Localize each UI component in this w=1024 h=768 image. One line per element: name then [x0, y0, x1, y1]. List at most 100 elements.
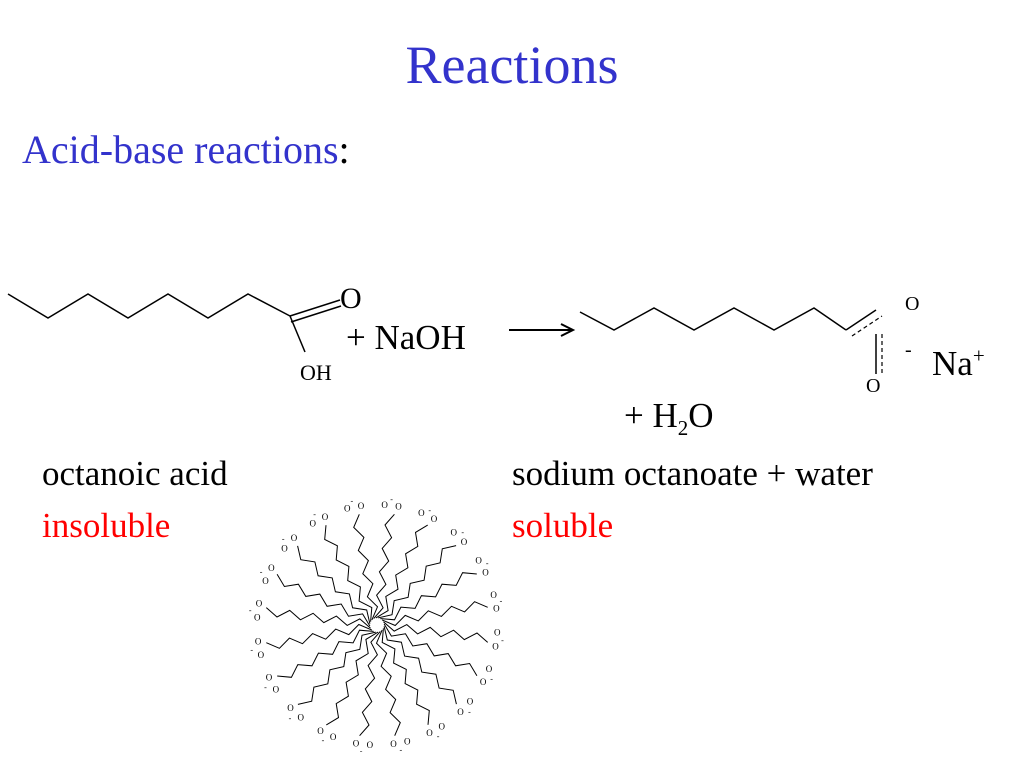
- micelle-chain: OO-: [250, 623, 373, 660]
- subtitle-colon: :: [338, 127, 350, 172]
- carboxylate-charge-label: -: [905, 339, 912, 361]
- micelle-head-oxygen: O: [256, 599, 263, 609]
- carboxylate-resonance-up: [851, 315, 883, 337]
- micelle-head-charge: -: [400, 746, 403, 752]
- micelle-head-oxygen: O: [317, 726, 324, 736]
- product-oxygen-bottom-label: O: [866, 375, 881, 397]
- micelle-head-charge: -: [289, 714, 292, 723]
- micelle-head-oxygen: O: [381, 500, 388, 510]
- micelle-head-oxygen: O: [322, 512, 329, 522]
- micelle-head-oxygen: O: [291, 533, 298, 543]
- micelle-head-oxygen: O: [486, 664, 493, 674]
- micelle-head-oxygen: O: [493, 604, 500, 614]
- micelle-head-oxygen: O: [431, 514, 438, 524]
- micelle-chain: OO-: [380, 556, 489, 621]
- reactant-hydroxyl-label: OH: [300, 360, 332, 385]
- octanoic-acid-structure: [7, 293, 342, 353]
- micelle-chain: OO-: [373, 495, 402, 619]
- micelle-head-charge: -: [390, 495, 393, 504]
- micelle-head-oxygen: O: [310, 519, 317, 529]
- product-oxygen-top-label: O: [905, 293, 920, 315]
- micelle-head-oxygen: O: [367, 740, 374, 750]
- left-compound-name: octanoic acid: [42, 454, 228, 493]
- right-compound-name: sodium octanoate + water: [512, 454, 873, 493]
- micelle-chain: OO-: [249, 599, 371, 629]
- micelle-head-oxygen: O: [298, 713, 305, 723]
- micelle-head-oxygen: O: [255, 636, 262, 646]
- micelle-head-oxygen: O: [426, 728, 433, 738]
- micelle-chain: OO-: [310, 510, 373, 622]
- micelle-head-oxygen: O: [482, 568, 489, 578]
- micelle-head-charge: -: [351, 496, 354, 505]
- micelle-head-charge: -: [461, 528, 464, 537]
- sodium-symbol: Na: [932, 344, 973, 383]
- subtitle-text: Acid-base reactions: [22, 127, 339, 172]
- micelle-chain: OO-: [281, 533, 371, 624]
- micelle-chain: OO-: [317, 631, 379, 745]
- right-compound-property: soluble: [512, 506, 614, 545]
- sodium-charge: +: [972, 343, 985, 368]
- water-label: + H2O: [624, 396, 714, 439]
- micelle-head-oxygen: O: [490, 590, 497, 600]
- slide-title: Reactions: [405, 35, 619, 95]
- micelle-head-oxygen: O: [268, 563, 275, 573]
- slide-subtitle: Acid-base reactions:: [22, 130, 350, 170]
- micelle-head-oxygen: O: [344, 504, 351, 514]
- water-suffix: O: [688, 396, 714, 435]
- micelle-head-oxygen: O: [451, 527, 458, 537]
- carbonyl-bond-1: [289, 299, 341, 317]
- micelle-head-charge: -: [486, 559, 489, 568]
- micelle-head-oxygen: O: [475, 556, 482, 566]
- reaction-arrow: [509, 323, 576, 337]
- micelle-chain: OO-: [383, 626, 474, 717]
- micelle-head-charge: -: [249, 606, 252, 615]
- micelle-head-charge: -: [428, 506, 431, 515]
- micelle-chain: OO-: [264, 629, 374, 695]
- micelle-head-oxygen: O: [467, 697, 474, 707]
- micelle-chain: OO-: [260, 563, 371, 627]
- micelle-chain: OO-: [383, 621, 504, 651]
- micelle-head-charge: -: [490, 674, 493, 683]
- micelle-head-charge: -: [360, 747, 363, 752]
- micelle-head-oxygen: O: [358, 501, 365, 511]
- micelle-head-charge: -: [437, 732, 440, 741]
- octanoic-acid-chain: [7, 293, 291, 319]
- plus-naoh-label: + NaOH: [346, 318, 466, 357]
- micelle-head-oxygen: O: [254, 613, 261, 623]
- micelle-head-charge: -: [313, 510, 316, 519]
- micelle-head-oxygen: O: [390, 739, 397, 749]
- water-subscript: 2: [677, 416, 689, 440]
- micelle-head-oxygen: O: [281, 544, 288, 554]
- micelle-head-oxygen: O: [273, 685, 280, 695]
- micelle-head-charge: -: [501, 636, 504, 645]
- sodium-ion-label: Na+: [932, 343, 985, 383]
- water-prefix: + H: [624, 396, 678, 435]
- micelle-head-oxygen: O: [258, 650, 265, 660]
- micelle-head-oxygen: O: [461, 537, 468, 547]
- micelle-head-oxygen: O: [395, 502, 402, 512]
- micelle-head-oxygen: O: [480, 677, 487, 687]
- micelle-head-charge: -: [282, 535, 285, 544]
- micelle-head-oxygen: O: [492, 641, 499, 651]
- micelle-chain: OO-: [378, 527, 468, 619]
- micelle-head-oxygen: O: [262, 576, 269, 586]
- sodium-octanoate-structure: [579, 307, 883, 374]
- micelle-head-charge: -: [250, 646, 253, 655]
- micelle-chain: OO-: [381, 590, 503, 627]
- reactant-oxygen-label: O: [340, 282, 362, 315]
- octanoate-chain: [579, 307, 847, 331]
- micelle-head-oxygen: O: [287, 703, 294, 713]
- micelle-head-charge: -: [468, 707, 471, 716]
- micelle-head-oxygen: O: [404, 736, 411, 746]
- micelle-chain: OO-: [287, 631, 376, 723]
- micelle-chain: OO-: [344, 496, 379, 621]
- micelle-head-oxygen: O: [494, 627, 501, 637]
- micelle-head-charge: -: [500, 597, 503, 606]
- hydroxyl-bond: [289, 315, 306, 353]
- micelle-head-oxygen: O: [457, 707, 464, 717]
- micelle-chain: OO-: [375, 506, 438, 619]
- carboxylate-bond-up: [845, 309, 877, 331]
